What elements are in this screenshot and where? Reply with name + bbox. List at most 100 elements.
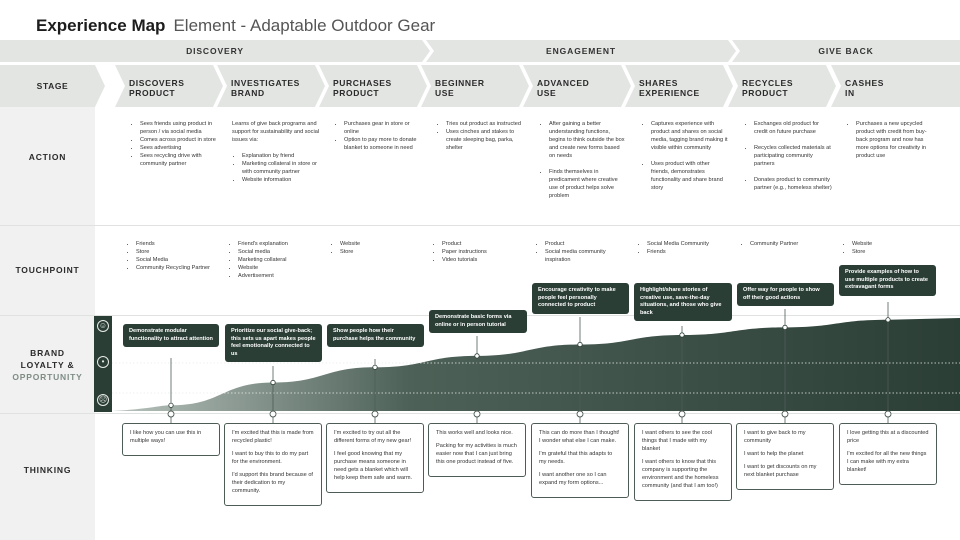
stage-name-line1: INVESTIGATES [231,78,300,88]
opportunity-card-2: Prioritize our social give-back; this se… [225,324,322,362]
touchpoint-col-4: ProductPaper instructionsVideo tutorials [432,240,520,264]
stage-name-line2: USE [435,88,455,98]
touchpoint-col-7: Community Partner [740,240,828,248]
row-label-column [0,65,95,540]
thought-text: I want others to see the cool things tha… [642,430,712,452]
thinking-card-7: I want to give back to my community I wa… [736,423,834,490]
action-item: Explanation by friend [242,152,320,160]
thought-text: I'm excited for all the new things I can… [847,451,927,473]
stage-name-line1: CASHES [845,78,885,88]
thought-text: I want others to know that this company … [642,459,719,489]
thinking-card-5: This can do more than I thought! I wonde… [531,423,629,498]
row-divider [0,225,960,226]
touchpoint-col-6: Social Media CommunityFriends [637,240,725,256]
loyalty-point [782,324,788,330]
phase-discovery: DISCOVERY [0,40,430,62]
map-subtitle: Element - Adaptable Outdoor Gear [173,16,436,35]
map-title: Experience Map [36,16,166,35]
smile-face-icon: ☺ [97,320,109,332]
action-item: Uses product with other friends, demonst… [651,160,729,192]
action-row-label: ACTION [28,152,67,162]
opportunity-card-4: Demonstrate basic forms via online or in… [429,310,527,333]
touchpoint-item: Social Media Community [647,240,725,248]
action-item: Finds themselves in predicament where cr… [549,168,627,200]
thought-text: I want to give back to my community [744,430,806,444]
stage-name-line2: PRODUCT [742,88,789,98]
touchpoint-col-8: WebsiteStore [842,240,930,256]
loyalty-point [372,364,378,370]
thinking-anchor-point [473,410,481,418]
touchpoint-item: Product [442,240,520,248]
touchpoint-item: Community Partner [750,240,828,248]
thought-text: I'd support this brand because of their … [232,472,313,494]
stage-name-line2: BRAND [231,88,265,98]
thinking-card-2: I'm excited that this is made from recyc… [224,423,322,506]
action-col-8: Purchases a new upcycled product with cr… [846,120,934,160]
touchpoint-item: Store [852,248,930,256]
action-item: Website information [242,176,320,184]
action-item: Exchanges old product for credit on futu… [754,120,832,136]
action-col-5: After gaining a better understanding fun… [539,120,627,200]
opportunity-card-7: Offer way for people to show off their g… [737,283,834,306]
thinking-anchor-point [678,410,686,418]
touchpoint-item: Website [340,240,418,248]
touchpoint-item: Store [136,248,214,256]
touchpoint-item: Product [545,240,623,248]
loyalty-point [577,341,583,348]
thinking-card-4: This works well and looks nice. Packing … [428,423,526,477]
thinking-anchor-point [884,410,892,418]
thinking-card-1: I like how you can use this in multiple … [122,423,220,456]
action-item: Recycles collected materials at particip… [754,144,832,168]
loyalty-point [168,402,174,408]
stage-name-line2: PRODUCT [333,88,380,98]
stage-name-line1: BEGINNER [435,78,485,88]
stage-name-line1: SHARES [639,78,679,88]
opportunity-card-8: Provide examples of how to use multiple … [839,265,936,296]
thinking-card-6: I want others to see the cool things tha… [634,423,732,501]
action-col-4: Tries out product as instructedUses cinc… [436,120,524,152]
loyalty-point [474,353,480,359]
brand-loyalty-row-label: BRAND LOYALTY & OPPORTUNITY [0,347,95,383]
loyalty-point [270,379,276,386]
touchpoint-item: Community Recycling Partner [136,264,214,272]
thought-text: I love getting this at a discounted pric… [847,430,929,444]
thinking-card-8: I love getting this at a discounted pric… [839,423,937,485]
touchpoint-item: Social media [238,248,316,256]
action-col-1: Sees friends using product in person / v… [130,120,218,168]
action-item: Purchases a new upcycled product with cr… [856,120,934,160]
stage-name-line1: PURCHASES [333,78,392,88]
thinking-anchor-point [167,410,175,418]
opportunity-card-3: Show people how their purchase helps the… [327,324,424,347]
phase-band: DISCOVERY ENGAGEMENT GIVE BACK [0,40,960,62]
touchpoint-col-2: Friend's explanationSocial mediaMarketin… [228,240,316,280]
touchpoint-item: Friends [136,240,214,248]
action-item: Uses cinches and stakes to create sleepi… [446,128,524,152]
thinking-anchor-point [269,410,277,418]
stage-name-line1: DISCOVERS [129,78,185,88]
neutral-face-icon: • [97,356,109,368]
thought-text: I'm grateful that this adapts to my need… [539,451,613,465]
opportunity-card-5: Encourage creativity to make people feel… [532,283,629,314]
action-col-3: Purchases gear in store or onlineOption … [334,120,422,152]
stage-name-line2: PRODUCT [129,88,176,98]
touchpoint-col-3: WebsiteStore [330,240,418,256]
action-col-2: Learns of give back programs and support… [232,120,320,184]
loyalty-point [679,332,685,338]
page-title: Experience Map Element - Adaptable Outdoo… [36,16,435,36]
touchpoint-item: Website [238,264,316,272]
touchpoint-item: Friends [647,248,725,256]
thought-text: This can do more than I thought! I wonde… [539,430,620,444]
phase-give-back: GIVE BACK [732,40,960,62]
action-item: Sees advertising [140,144,218,152]
thinking-anchor-point [371,410,379,418]
action-item: Sees friends using product in person / v… [140,120,218,136]
loyalty-area [112,318,960,411]
action-item: Option to pay more to donate blanket to … [344,136,422,152]
brand-label-line2: LOYALTY & [20,360,75,370]
frown-face-icon: ☹ [97,394,109,406]
